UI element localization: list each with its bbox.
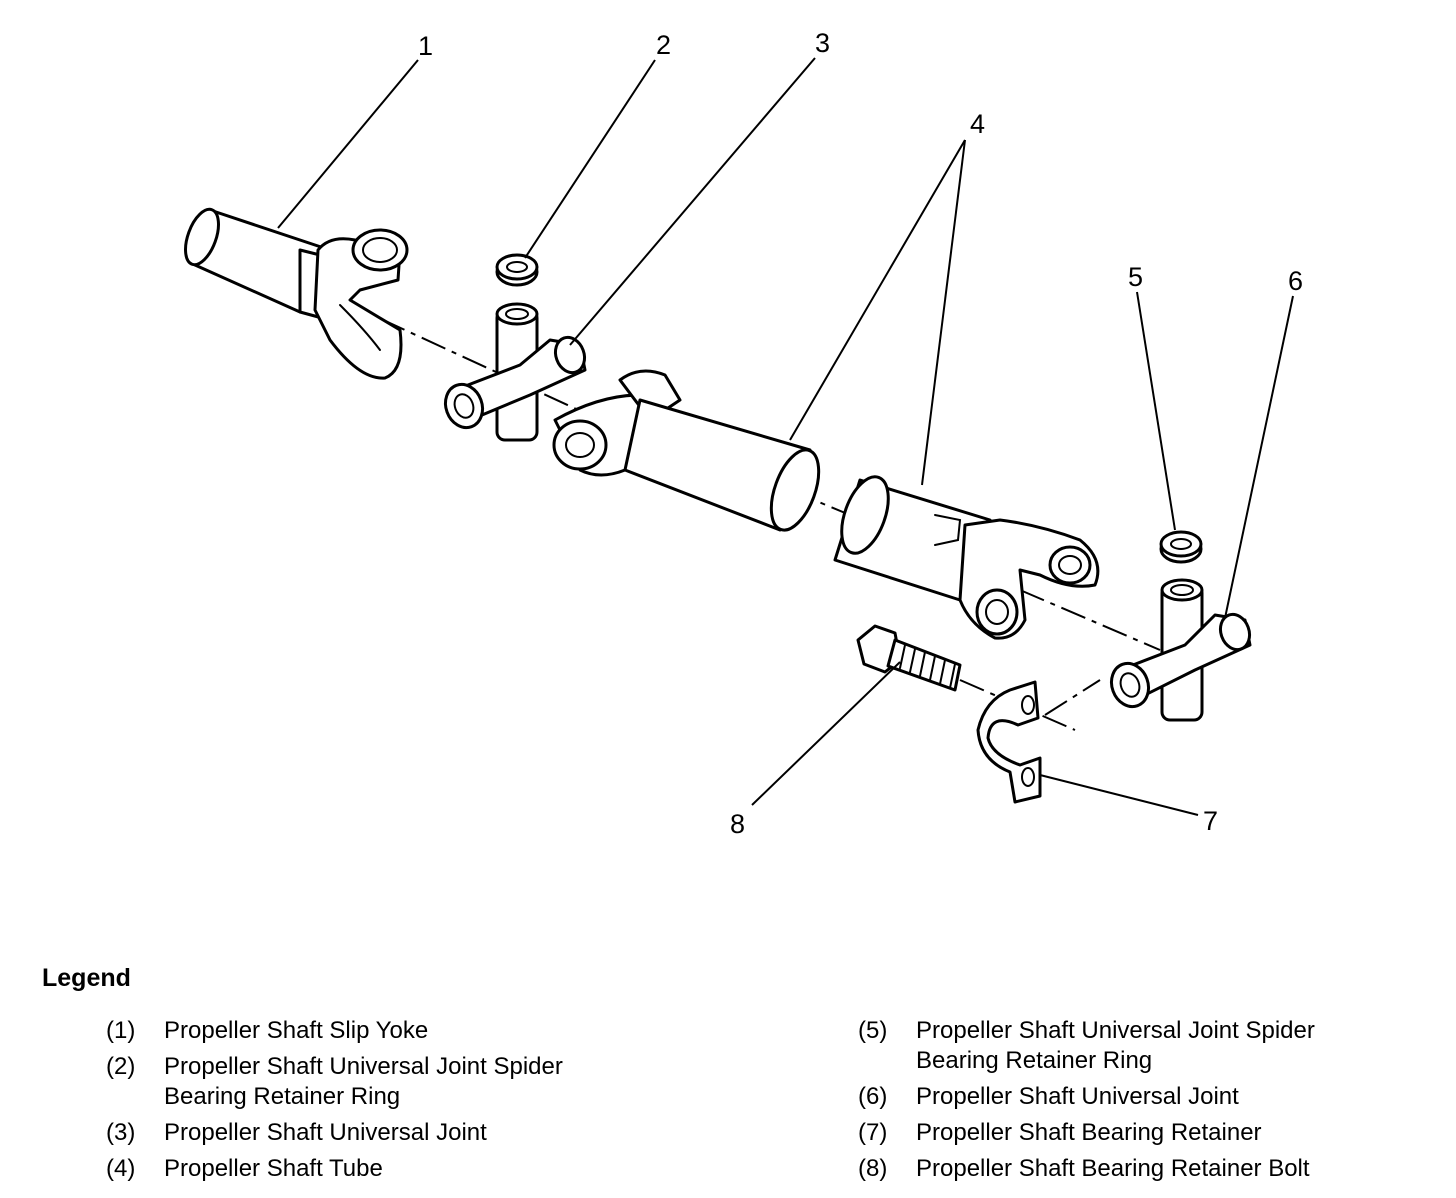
retainer-bolt [856, 624, 962, 692]
universal-joint-left [443, 302, 587, 442]
legend-item: (7) Propeller Shaft Bearing Retainer [858, 1118, 1418, 1148]
legend-right-column: (5) Propeller Shaft Universal Joint Spid… [858, 1016, 1418, 1190]
legend-item: (4) Propeller Shaft Tube [106, 1154, 666, 1184]
legend-number: (6) [858, 1083, 888, 1110]
legend-item: (1) Propeller Shaft Slip Yoke [106, 1016, 666, 1046]
legend-number: (1) [106, 1017, 136, 1044]
callout-1: 1 [418, 31, 433, 61]
bearing-retainer [976, 680, 1042, 804]
slip-yoke [184, 207, 409, 380]
legend-title: Legend [42, 964, 131, 992]
callout-4: 4 [970, 109, 985, 139]
legend-number: (2) [106, 1053, 136, 1080]
legend-item: (3) Propeller Shaft Universal Joint [106, 1118, 666, 1148]
legend-label: Propeller Shaft Universal Joint Spider B… [916, 1017, 1315, 1074]
legend-item: (5) Propeller Shaft Universal Joint Spid… [858, 1016, 1418, 1076]
legend-item: (2) Propeller Shaft Universal Joint Spid… [106, 1052, 666, 1112]
retainer-ring-upper [495, 253, 539, 287]
callout-8: 8 [730, 809, 745, 839]
legend-item: (8) Propeller Shaft Bearing Retainer Bol… [858, 1154, 1418, 1184]
legend-number: (3) [106, 1119, 136, 1146]
legend-label: Propeller Shaft Universal Joint [164, 1119, 487, 1146]
legend-label: Propeller Shaft Bearing Retainer Bolt [916, 1155, 1310, 1182]
legend-label: Propeller Shaft Universal Joint Spider B… [164, 1053, 563, 1110]
legend-number: (5) [858, 1017, 888, 1044]
legend-number: (4) [106, 1155, 136, 1182]
callout-5: 5 [1128, 262, 1143, 292]
legend-number: (7) [858, 1119, 888, 1146]
leader-lines [277, 57, 1294, 816]
callout-6: 6 [1288, 266, 1303, 296]
callout-3: 3 [815, 28, 830, 58]
legend-item: (6) Propeller Shaft Universal Joint [858, 1082, 1418, 1112]
legend-label: Propeller Shaft Bearing Retainer [916, 1119, 1262, 1146]
callout-7: 7 [1203, 806, 1218, 836]
legend-label: Propeller Shaft Universal Joint [916, 1083, 1239, 1110]
retainer-ring-lower [1159, 530, 1203, 564]
legend-label: Propeller Shaft Slip Yoke [164, 1017, 429, 1044]
legend-label: Propeller Shaft Tube [164, 1155, 383, 1182]
propeller-tube-rear [833, 475, 1100, 640]
legend-left-column: (1) Propeller Shaft Slip Yoke (2) Propel… [106, 1016, 666, 1190]
callout-2: 2 [656, 30, 671, 60]
exploded-view-diagram: 1 2 3 4 5 6 7 8 [184, 28, 1303, 839]
propeller-tube-front [552, 369, 821, 532]
legend-number: (8) [858, 1155, 888, 1182]
universal-joint-right [1109, 578, 1252, 722]
